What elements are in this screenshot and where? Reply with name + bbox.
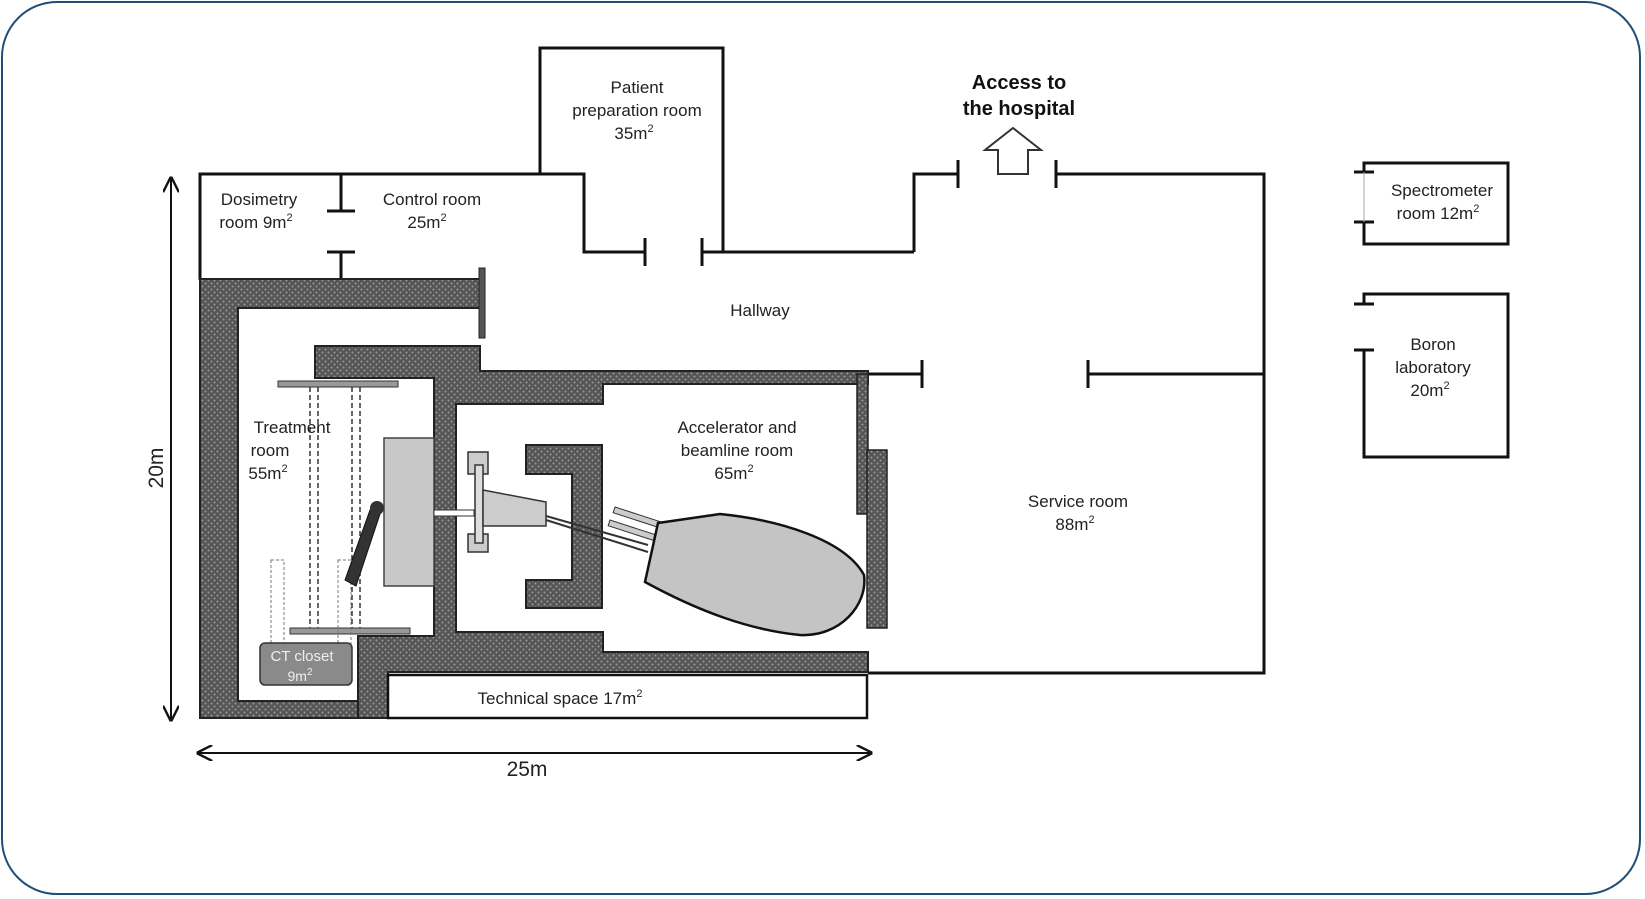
accelerator-label-3: 65m bbox=[714, 464, 747, 483]
access-label-2: the hospital bbox=[963, 98, 1075, 120]
svg-text:9m2: 9m2 bbox=[287, 667, 312, 684]
svg-text:the hospital: the hospital bbox=[963, 98, 1075, 120]
dosimetry-sup: 2 bbox=[286, 212, 292, 224]
spectrometer-label-1: Spectrometer bbox=[1391, 181, 1493, 200]
svg-text:beamline room: beamline room bbox=[681, 441, 793, 460]
svg-text:Dosimetry: Dosimetry bbox=[221, 190, 298, 209]
accelerator-sup: 2 bbox=[747, 463, 753, 475]
svg-text:25m: 25m bbox=[507, 758, 548, 781]
svg-text:35m2: 35m2 bbox=[614, 123, 653, 143]
patient-prep-sup: 2 bbox=[647, 123, 653, 135]
treatment-label-2: room bbox=[251, 441, 290, 460]
service-sup: 2 bbox=[1088, 514, 1094, 526]
boron-label-3: 20m bbox=[1410, 381, 1443, 400]
ct-closet bbox=[259, 642, 353, 686]
boron-sup: 2 bbox=[1443, 380, 1449, 392]
patient-prep-label-2: preparation room bbox=[572, 101, 701, 120]
beamline bbox=[467, 451, 666, 553]
accelerator-tank bbox=[643, 512, 866, 637]
dosimetry-label-1: Dosimetry bbox=[221, 190, 298, 209]
dosimetry-label-2: room 9m bbox=[219, 213, 286, 232]
svg-text:25m2: 25m2 bbox=[407, 212, 446, 232]
svg-text:88m2: 88m2 bbox=[1055, 514, 1094, 534]
svg-text:Boron: Boron bbox=[1410, 335, 1455, 354]
ct-closet-sup: 2 bbox=[307, 667, 313, 678]
boron-lab-outline bbox=[1354, 292, 1510, 459]
svg-text:Accelerator and: Accelerator and bbox=[677, 418, 796, 437]
svg-text:room 12m2: room 12m2 bbox=[1397, 203, 1480, 223]
ct-closet-label-2: 9m bbox=[287, 668, 306, 684]
svg-text:Hallway: Hallway bbox=[730, 301, 790, 320]
height-dimension-label: 20m bbox=[145, 448, 168, 489]
hallway-shield-plate bbox=[478, 267, 486, 339]
svg-text:20m: 20m bbox=[145, 448, 168, 489]
svg-text:preparation room: preparation room bbox=[572, 101, 701, 120]
svg-text:Patient: Patient bbox=[611, 78, 664, 97]
service-shield-panel bbox=[866, 449, 888, 629]
treatment-label-3: 55m bbox=[248, 464, 281, 483]
svg-text:laboratory: laboratory bbox=[1395, 358, 1471, 377]
patient-prep-label-1: Patient bbox=[611, 78, 664, 97]
accelerator-label-1: Accelerator and bbox=[677, 418, 796, 437]
svg-text:Access to: Access to bbox=[972, 72, 1067, 94]
control-sup: 2 bbox=[440, 212, 446, 224]
svg-text:Service room: Service room bbox=[1028, 492, 1128, 511]
svg-text:Control room: Control room bbox=[383, 190, 481, 209]
spectrometer-sup: 2 bbox=[1473, 203, 1479, 215]
upper-walls bbox=[198, 46, 1266, 675]
ct-closet-label-1: CT closet bbox=[270, 648, 334, 665]
treatment-label-1: Treatment bbox=[254, 418, 331, 437]
svg-text:20m2: 20m2 bbox=[1410, 380, 1449, 400]
treatment-equipment bbox=[270, 380, 475, 647]
technical-label: Technical space 17m bbox=[478, 689, 637, 708]
width-dimension-label: 25m bbox=[507, 758, 548, 781]
patient-prep-label-3: 35m bbox=[614, 124, 647, 143]
access-arrow-icon bbox=[982, 126, 1044, 175]
svg-text:Treatment: Treatment bbox=[254, 418, 331, 437]
hallway-label: Hallway bbox=[730, 301, 790, 320]
svg-text:55m2: 55m2 bbox=[248, 463, 287, 483]
svg-text:65m2: 65m2 bbox=[714, 463, 753, 483]
control-label-1: Control room bbox=[383, 190, 481, 209]
treatment-sup: 2 bbox=[281, 463, 287, 475]
svg-text:Spectrometer: Spectrometer bbox=[1391, 181, 1493, 200]
svg-text:room 9m2: room 9m2 bbox=[219, 212, 292, 232]
technical-sup: 2 bbox=[636, 688, 642, 700]
boron-label-1: Boron bbox=[1410, 335, 1455, 354]
accelerator-label-2: beamline room bbox=[681, 441, 793, 460]
service-label-1: Service room bbox=[1028, 492, 1128, 511]
svg-text:room: room bbox=[251, 441, 290, 460]
spectrometer-label-2: room 12m bbox=[1397, 204, 1474, 223]
svg-text:Technical space 17m2: Technical space 17m2 bbox=[478, 688, 643, 708]
spectrometer-room-outline bbox=[1354, 161, 1510, 246]
boron-label-2: laboratory bbox=[1395, 358, 1471, 377]
beam-shield-block bbox=[525, 444, 603, 609]
control-label-2: 25m bbox=[407, 213, 440, 232]
accelerator-right-wall bbox=[856, 373, 869, 515]
access-label-1: Access to bbox=[972, 72, 1067, 94]
service-label-2: 88m bbox=[1055, 515, 1088, 534]
technical-space bbox=[386, 673, 869, 720]
svg-text:CT closet: CT closet bbox=[270, 648, 334, 665]
